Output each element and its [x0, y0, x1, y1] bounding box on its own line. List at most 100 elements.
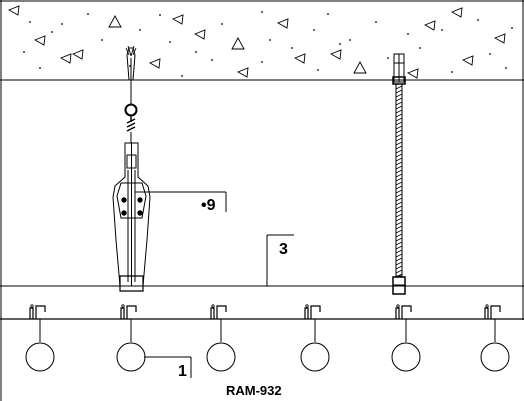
- hanger-hook-icon: [395, 305, 412, 319]
- thread-mark: [395, 133, 403, 138]
- ring-hanger: [206, 304, 236, 372]
- thread-mark: [395, 237, 403, 242]
- aggregate-dot: [261, 61, 263, 63]
- concrete-slab: [0, 0, 524, 81]
- callout-3-label: 3: [279, 241, 288, 258]
- thread-mark: [395, 153, 403, 158]
- hanger-hook-icon: [210, 305, 227, 319]
- aggregate-dot: [39, 67, 41, 69]
- thread-mark: [395, 225, 403, 230]
- ring-hanger: [391, 304, 421, 372]
- thread-mark: [395, 221, 403, 226]
- thread-mark: [395, 85, 403, 90]
- ring-hanger: [116, 304, 146, 372]
- aggregate-dot: [291, 47, 293, 49]
- ring-icon: [116, 342, 146, 372]
- callout-9: •9: [135, 191, 227, 214]
- aggregate-dot: [451, 71, 453, 73]
- aggregate-mark: [7, 5, 20, 16]
- hanger-hook-icon: [29, 305, 46, 319]
- aggregate-dot: [181, 75, 183, 77]
- threaded-rod-hanger: [392, 53, 406, 295]
- aggregate-dot: [269, 39, 271, 41]
- thread-mark: [395, 161, 403, 166]
- aggregate-dot: [317, 69, 319, 71]
- aggregate-mark: [329, 49, 342, 60]
- thread-mark: [395, 149, 403, 154]
- thread-mark: [395, 209, 403, 214]
- model-code: RAM-932: [226, 383, 282, 398]
- thread-mark: [395, 165, 403, 170]
- thread-mark: [395, 261, 403, 266]
- aggregate-dot: [261, 11, 263, 13]
- thread-mark: [395, 269, 403, 274]
- aggregate-mark: [71, 49, 84, 60]
- callout-1: 1: [144, 356, 192, 380]
- aggregate-mark: [236, 67, 249, 78]
- aggregate-dot: [23, 51, 25, 53]
- aggregate-dot: [387, 57, 389, 59]
- aggregate-dot: [505, 67, 507, 69]
- thread-mark: [395, 253, 403, 258]
- aggregate-dot: [195, 51, 197, 53]
- aggregate-dot: [511, 27, 513, 29]
- aggregate-dot: [61, 23, 63, 25]
- thread-mark: [395, 265, 403, 270]
- ring-icon: [300, 342, 330, 372]
- thread-mark: [395, 201, 403, 206]
- ring-icon: [480, 342, 510, 372]
- thread-mark: [395, 121, 403, 126]
- thread-mark: [395, 241, 403, 246]
- thread-mark: [395, 257, 403, 262]
- aggregate-dot: [51, 31, 53, 33]
- aggregate-dot: [477, 19, 479, 21]
- thread-mark: [395, 93, 403, 98]
- aggregate-mark: [193, 29, 206, 40]
- thread-mark: [395, 249, 403, 254]
- thread-mark: [395, 181, 403, 186]
- aggregate-dot: [313, 29, 315, 31]
- thread-mark: [395, 157, 403, 162]
- hanger-hook-icon: [304, 305, 321, 319]
- ring-hangers: [25, 304, 510, 372]
- aggregate-dot: [139, 29, 141, 31]
- thread-mark: [395, 173, 403, 178]
- concrete-aggregate-marks: [7, 5, 513, 79]
- aggregate-mark: [293, 53, 306, 64]
- aggregate-dot: [327, 13, 329, 15]
- aggregate-dot: [339, 43, 341, 45]
- thread-mark: [395, 205, 403, 210]
- hanger-hook-icon: [484, 305, 501, 319]
- aggregate-mark: [231, 37, 245, 50]
- thread-mark: [395, 113, 403, 118]
- thread-mark: [395, 213, 403, 218]
- aggregate-mark: [33, 35, 46, 46]
- rod-anchor-icon: [393, 53, 405, 83]
- aggregate-mark: [450, 7, 463, 18]
- thread-mark: [395, 197, 403, 202]
- aggregate-dot: [29, 21, 31, 23]
- ring-hanger: [300, 304, 330, 372]
- aggregate-mark: [276, 18, 289, 29]
- aggregate-dot: [375, 21, 377, 23]
- rod-nut-icon: [392, 276, 406, 295]
- thread-mark: [395, 185, 403, 190]
- thread-mark: [395, 189, 403, 194]
- thread-mark: [395, 229, 403, 234]
- thread-mark: [395, 145, 403, 150]
- aggregate-mark: [493, 33, 506, 44]
- aggregate-dot: [489, 53, 491, 55]
- thread-mark: [395, 245, 403, 250]
- aggregate-mark: [353, 61, 367, 74]
- aggregate-dot: [419, 47, 421, 49]
- ring-icon: [25, 342, 55, 372]
- thread-mark: [395, 117, 403, 122]
- aggregate-mark: [148, 58, 161, 69]
- aggregate-dot: [169, 41, 171, 43]
- ring-hanger: [480, 304, 510, 372]
- aggregate-dot: [87, 13, 89, 15]
- aggregate-dot: [101, 39, 103, 41]
- callout-9-label: •9: [201, 197, 216, 214]
- aggregate-dot: [349, 39, 351, 41]
- aggregate-mark: [461, 55, 474, 66]
